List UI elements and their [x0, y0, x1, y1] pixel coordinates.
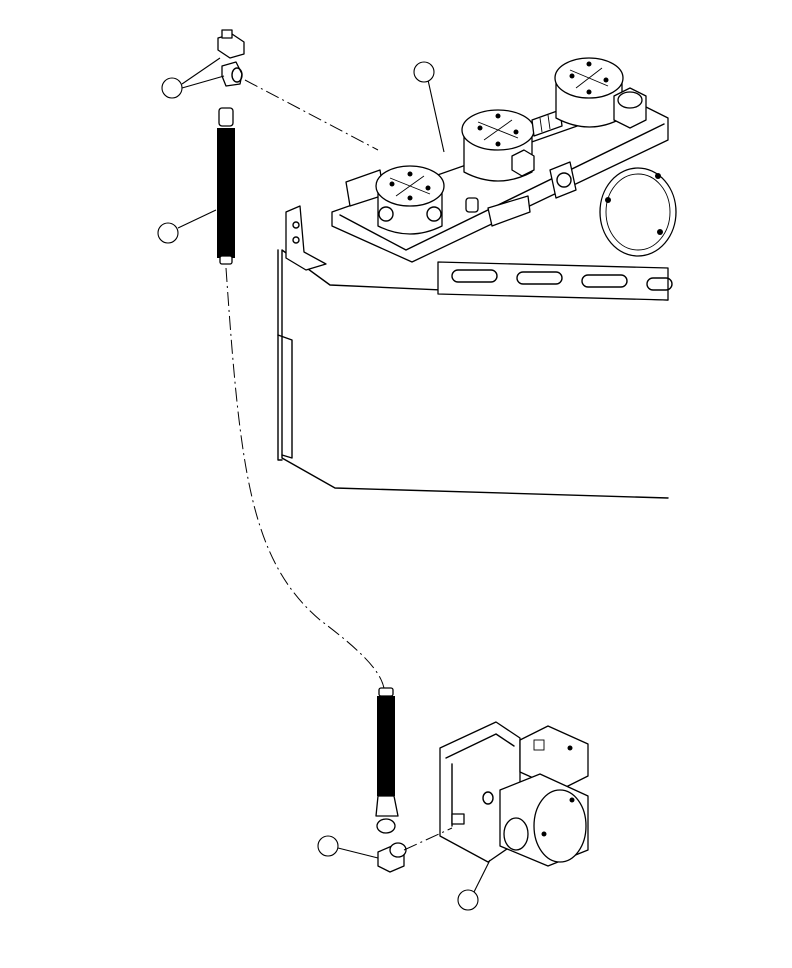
elbow-fitting-lower	[377, 842, 407, 873]
callout-pump	[457, 859, 491, 911]
valve-1	[375, 165, 445, 235]
callout-assembly-top	[413, 61, 445, 153]
valve-manifold	[285, 57, 669, 271]
connection-lines	[225, 79, 453, 851]
hose-upper	[217, 107, 235, 265]
upper-fittings	[217, 29, 245, 87]
callout-hose-upper	[157, 209, 217, 244]
hose-lower	[375, 687, 399, 834]
callout-fittings-upper	[161, 57, 225, 99]
callout-elbow-lower	[317, 835, 379, 859]
hydraulic-pump	[439, 721, 589, 867]
valve-2	[461, 109, 535, 182]
hydraulic-tank	[277, 167, 677, 499]
callouts	[157, 57, 491, 911]
valve-3	[554, 57, 624, 128]
